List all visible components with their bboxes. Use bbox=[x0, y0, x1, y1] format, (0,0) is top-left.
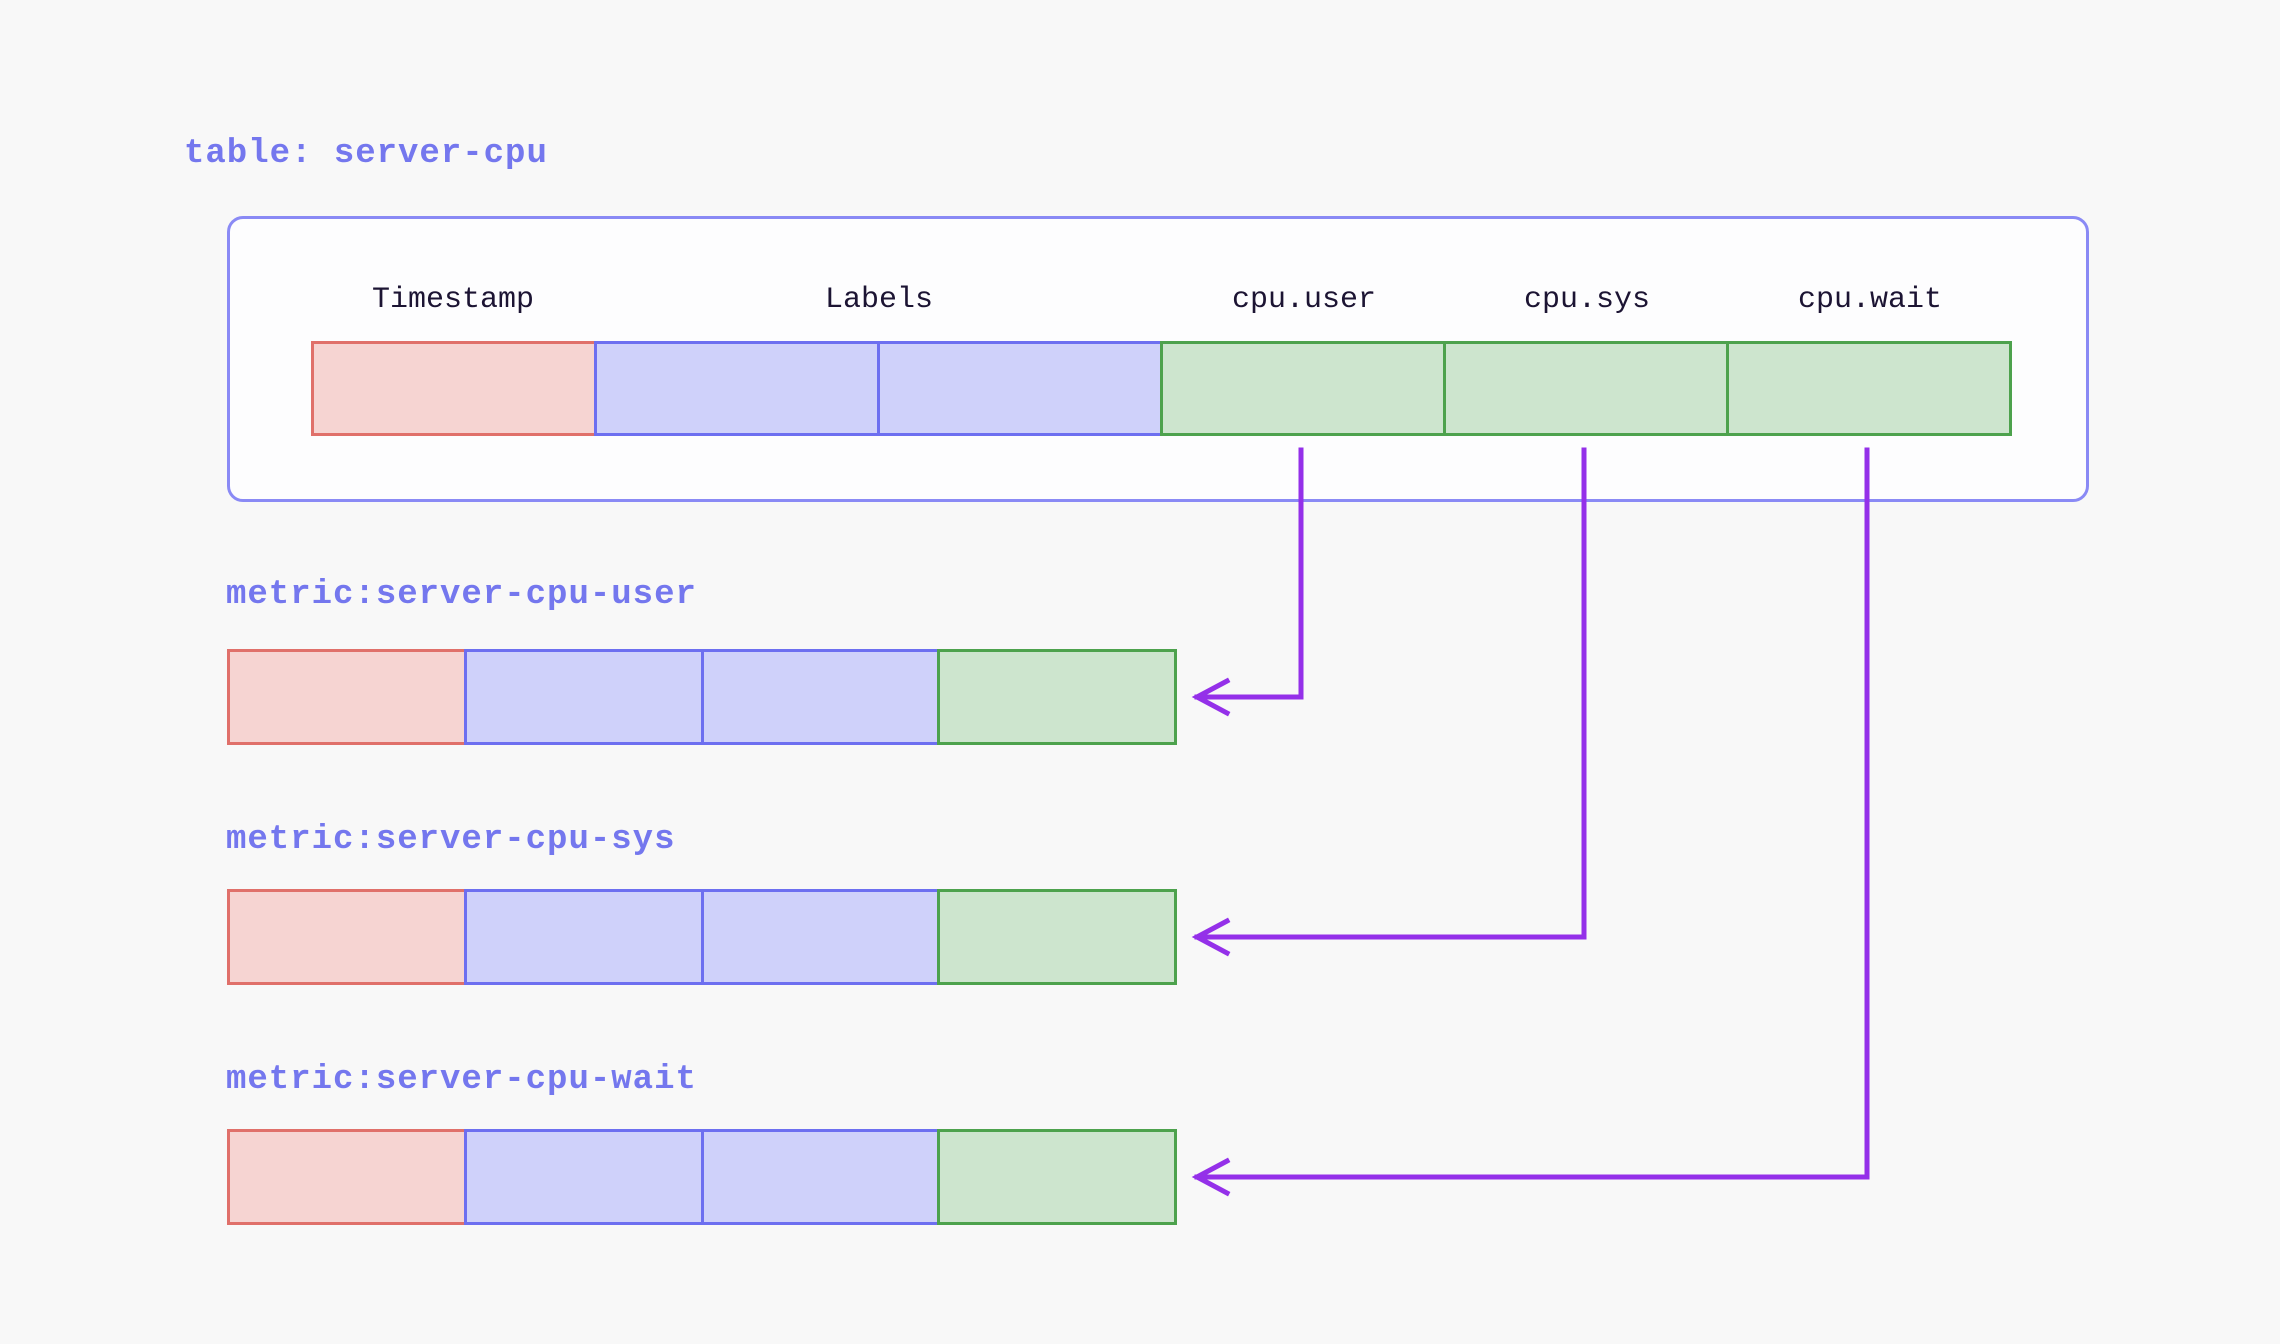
value-cell bbox=[1160, 341, 1446, 436]
labels-cell bbox=[877, 341, 1163, 436]
labels-cell bbox=[594, 341, 880, 436]
labels-cell bbox=[700, 889, 941, 985]
metric-title-server-cpu-wait: metric:server-cpu-wait bbox=[226, 1061, 697, 1099]
timestamp-cell bbox=[227, 1129, 467, 1225]
timestamp-cell bbox=[227, 649, 467, 745]
column-header-labels: Labels bbox=[824, 283, 934, 317]
labels-cell bbox=[700, 649, 941, 745]
metric-title-server-cpu-user: metric:server-cpu-user bbox=[226, 576, 697, 614]
column-header-cpu-sys: cpu.sys bbox=[1523, 283, 1651, 317]
metric-title-server-cpu-sys: metric:server-cpu-sys bbox=[226, 821, 676, 859]
metric-row-server-cpu-wait bbox=[227, 1129, 1177, 1225]
labels-cell bbox=[463, 649, 704, 745]
timestamp-cell bbox=[311, 341, 597, 436]
value-cell bbox=[937, 889, 1177, 985]
value-cell bbox=[1443, 341, 1729, 436]
column-header-cpu-wait: cpu.wait bbox=[1797, 283, 1943, 317]
labels-cell bbox=[463, 1129, 704, 1225]
arrow-cpu-sys-to-metric-icon bbox=[1191, 447, 1587, 957]
labels-cell bbox=[463, 889, 704, 985]
column-header-timestamp: Timestamp bbox=[371, 283, 535, 317]
column-header-cpu-user: cpu.user bbox=[1231, 283, 1377, 317]
metric-row-server-cpu-sys bbox=[227, 889, 1177, 985]
labels-cell bbox=[700, 1129, 941, 1225]
arrow-cpu-wait-to-metric-icon bbox=[1191, 447, 1870, 1197]
table-row bbox=[311, 341, 2012, 436]
table-panel: Timestamp Labels cpu.user cpu.sys cpu.wa… bbox=[227, 216, 2089, 502]
metric-row-server-cpu-user bbox=[227, 649, 1177, 745]
value-cell bbox=[1726, 341, 2012, 436]
timestamp-cell bbox=[227, 889, 467, 985]
value-cell bbox=[937, 649, 1177, 745]
value-cell bbox=[937, 1129, 1177, 1225]
table-title: table: server-cpu bbox=[184, 135, 548, 173]
